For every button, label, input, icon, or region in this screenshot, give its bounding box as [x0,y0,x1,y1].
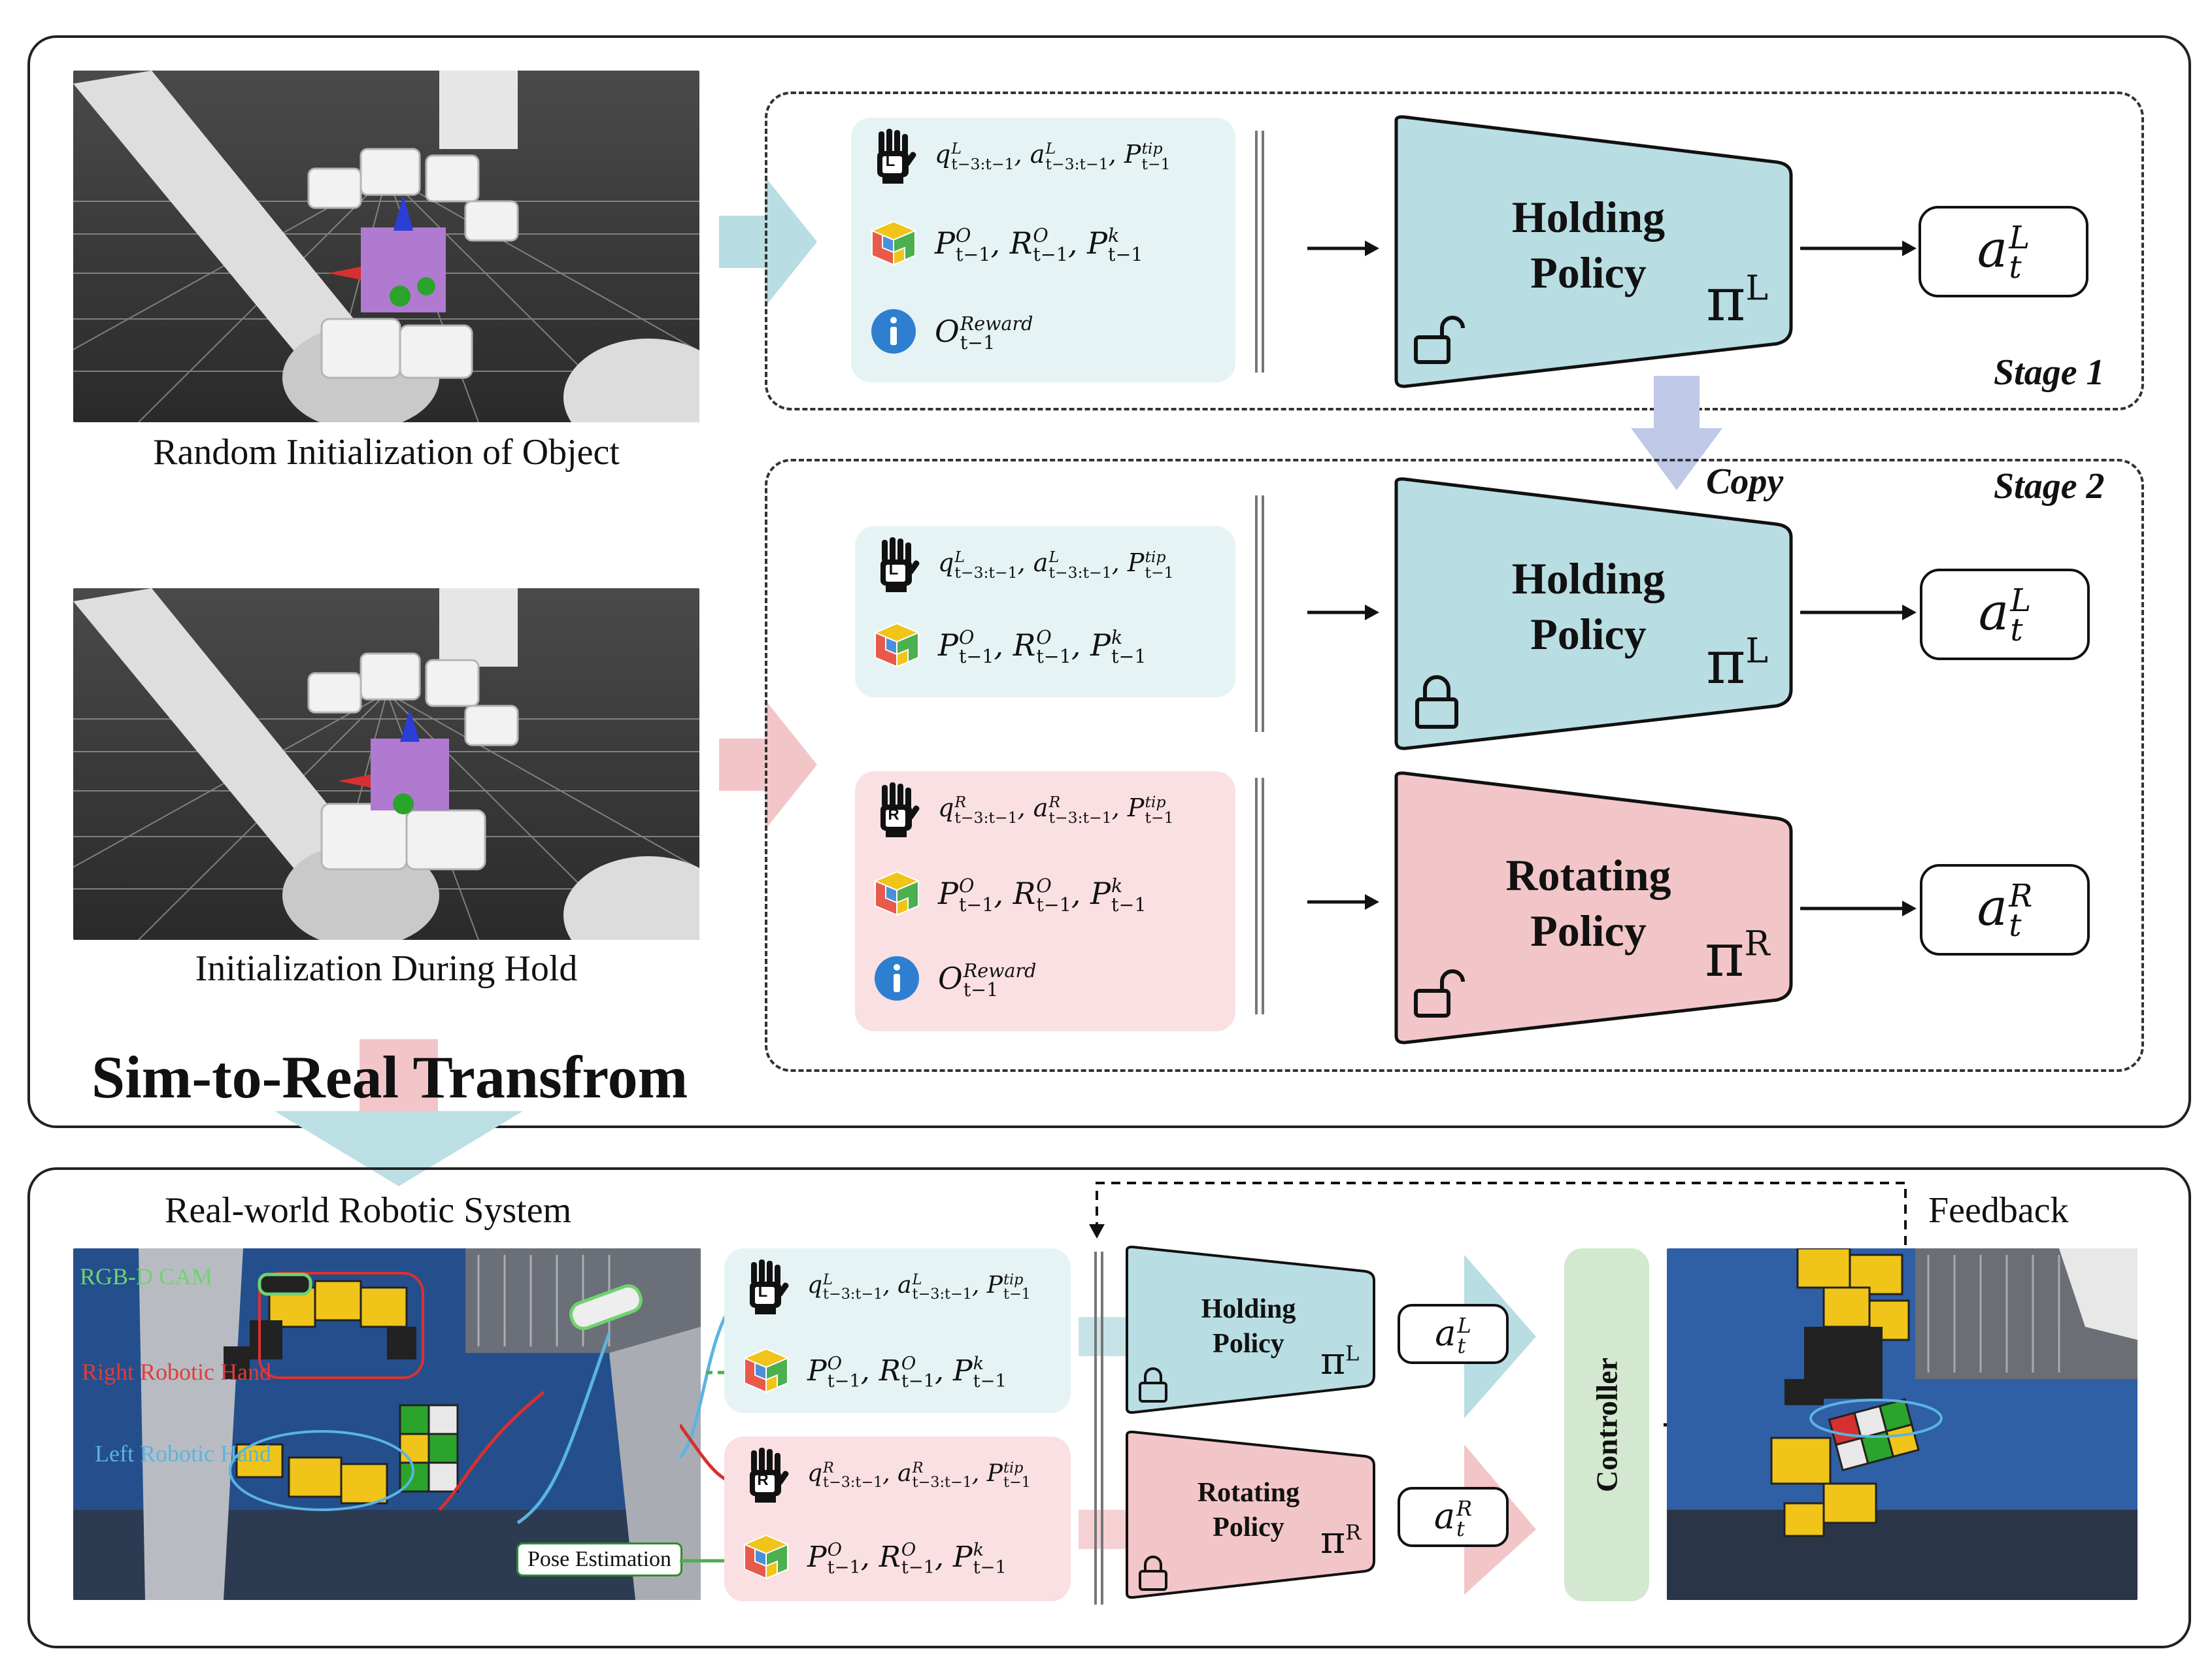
stage2-rotating-separator [1255,778,1264,1014]
right-hand-label: Right Robotic Hand [82,1359,271,1385]
unlock-icon [1414,969,1465,1018]
stage2-holding-policy-title: Holding Policy [1511,554,1666,659]
caption-hold-init: Initialization During Hold [195,948,578,989]
stage2-holding-policy [1394,477,1793,750]
feedback-loop [1089,1182,1907,1245]
caption-random-init: Random Initialization of Object [153,432,620,473]
rgbd-cam-label: RGB-D CAM [80,1263,213,1290]
real-rotating-policy [1126,1430,1375,1599]
pose-estimation-label: Pose Estimation [516,1542,683,1576]
lock-icon [1139,1556,1167,1591]
real-holding-policy-title: Holding Policy [1201,1294,1296,1359]
stage1-box [765,92,2144,410]
stage2-holding-arrow-to-policy [1307,605,1379,620]
stage2-holding-policy-symbol: πL [1706,627,1768,697]
robot-hand-icon: L [742,1258,790,1316]
real-rotating-policy-title: Rotating Policy [1197,1478,1300,1542]
rubiks-cube-icon [873,621,921,673]
unlock-icon [1414,316,1465,364]
rubiks-cube-icon [742,1533,790,1584]
sim-to-real-title: Sim-to-Real Transfrom [92,1044,688,1110]
stage1-input-arrow [719,176,817,307]
real-robot-photo [73,1248,701,1600]
stage2-rotating-policy-symbol: πR [1705,920,1770,990]
stage1-arrow-to-action [1800,241,1917,256]
real-holding-policy [1126,1245,1375,1414]
real-world-panel [27,1167,2191,1648]
stage2-holding-observation-box [855,526,1235,697]
lock-icon [1415,675,1458,729]
real-separator [1094,1252,1103,1605]
stage1-arrow-to-policy [1307,241,1379,256]
real-holding-policy-symbol: πL [1320,1339,1360,1383]
robot-hand-icon: R [873,781,921,839]
rubiks-cube-icon [873,869,921,921]
copy-arrow [1631,376,1722,490]
robot-hand-icon: R [742,1446,790,1504]
controller-block [1564,1248,1649,1601]
real-world-title: Real-world Robotic System [165,1190,572,1231]
feedback-label: Feedback [1928,1190,2069,1231]
stage1-separator [1255,131,1264,373]
lock-icon [1139,1367,1167,1403]
stage1-holding-policy [1394,115,1793,388]
controller-label: Controller [1590,1357,1624,1493]
stage2-rotating-policy-title: Rotating Policy [1505,850,1671,956]
stage1-policy-symbol: πL [1706,265,1768,335]
stage2-holding-arrow-to-action [1800,605,1917,620]
left-hand-label: Left Robotic Hand [95,1441,271,1467]
stage2-input-arrow [719,699,817,830]
real-robot-result-photo [1667,1248,2137,1600]
stage2-label: Stage 2 [1994,466,2105,507]
stage2-holding-separator [1255,495,1264,732]
stage2-rotating-arrow-to-action [1800,901,1917,916]
rubiks-cube-icon [869,219,918,271]
stage2-rotating-arrow-to-policy [1307,894,1379,910]
sim-image-random-init [73,71,699,422]
stage1-label: Stage 1 [1994,352,2105,393]
sim-to-real-arrow [275,1039,523,1186]
real-rotating-policy-symbol: πR [1320,1518,1362,1562]
stage2-rotating-policy [1394,771,1793,1044]
info-icon [869,307,918,359]
copy-label: Copy [1706,461,1784,502]
robot-hand-icon: L [869,127,918,185]
info-icon [873,954,921,1006]
stage2-box [765,459,2144,1072]
stage1-policy-title: Holding Policy [1511,192,1666,297]
simulation-panel [27,35,2191,1128]
robot-hand-icon: L [873,536,921,593]
real-rotating-observation-box [724,1437,1071,1601]
rubiks-cube-icon [742,1346,790,1398]
sim-image-hold-init [73,588,699,940]
